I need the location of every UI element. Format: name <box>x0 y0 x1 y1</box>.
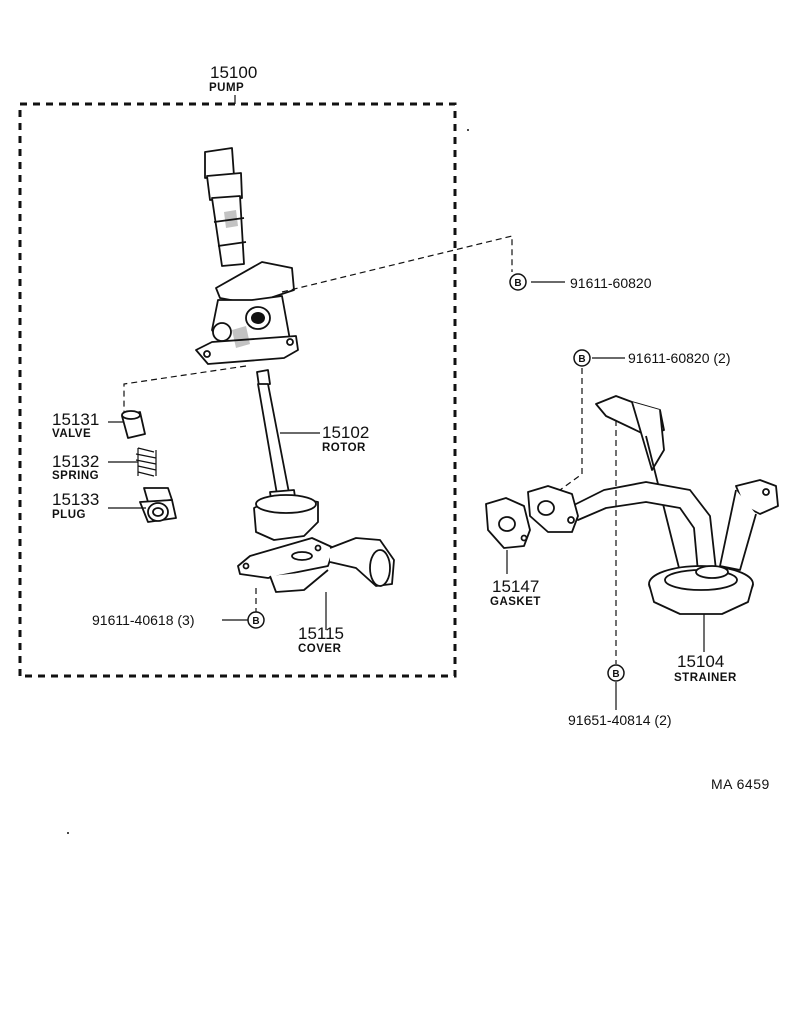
leader-lines <box>108 281 705 710</box>
scan-speck <box>67 832 69 834</box>
plug-part <box>139 487 177 523</box>
strainer-part <box>527 395 779 615</box>
bolt-symbol-pump-mount: B <box>509 273 527 291</box>
gasket-name: GASKET <box>490 596 541 608</box>
plug-number: 15133 <box>52 490 99 509</box>
svg-text:B: B <box>578 354 585 365</box>
pump-number: 15100 <box>210 63 257 82</box>
cover-name: COVER <box>298 643 342 655</box>
gasket-number: 15147 <box>492 577 539 596</box>
dashed-reference-lines <box>123 235 617 664</box>
bolt-pump-mount-label: 91611-60820 <box>570 275 652 291</box>
bolt-cover-label: 91611-40618 (3) <box>92 612 194 628</box>
figure-reference: MA 6459 <box>711 776 770 792</box>
scan-speck <box>467 129 469 131</box>
spring-number: 15132 <box>52 452 99 471</box>
spring-name: SPRING <box>52 470 99 482</box>
valve-number: 15131 <box>52 410 99 429</box>
pump-body <box>195 147 299 365</box>
gasket-part <box>485 497 531 549</box>
plug-name: PLUG <box>52 509 86 521</box>
bolt-symbol-strainer-mount: B <box>573 349 591 367</box>
rotor-number: 15102 <box>322 423 369 442</box>
strainer-name: STRAINER <box>674 672 737 684</box>
bolt-strainer-mount-label: 91611-60820 (2) <box>628 350 730 366</box>
svg-text:B: B <box>514 278 521 289</box>
svg-text:B: B <box>252 616 259 627</box>
spring-part <box>135 447 157 477</box>
cover-part <box>237 537 395 593</box>
bolt-symbol-strainer-lower: B <box>607 664 625 682</box>
valve-name: VALVE <box>52 428 91 440</box>
valve-part <box>121 410 146 439</box>
bolt-symbol-cover: B <box>247 611 265 629</box>
pump-assembly-boundary <box>18 95 457 678</box>
rotor-name: ROTOR <box>322 442 366 454</box>
svg-text:B: B <box>612 669 619 680</box>
bolt-strainer-lower-label: 91651-40814 (2) <box>568 712 672 728</box>
pump-name: PUMP <box>209 82 244 94</box>
cover-number: 15115 <box>298 624 344 643</box>
rotor-shaft <box>253 369 319 541</box>
strainer-number: 15104 <box>677 652 724 671</box>
